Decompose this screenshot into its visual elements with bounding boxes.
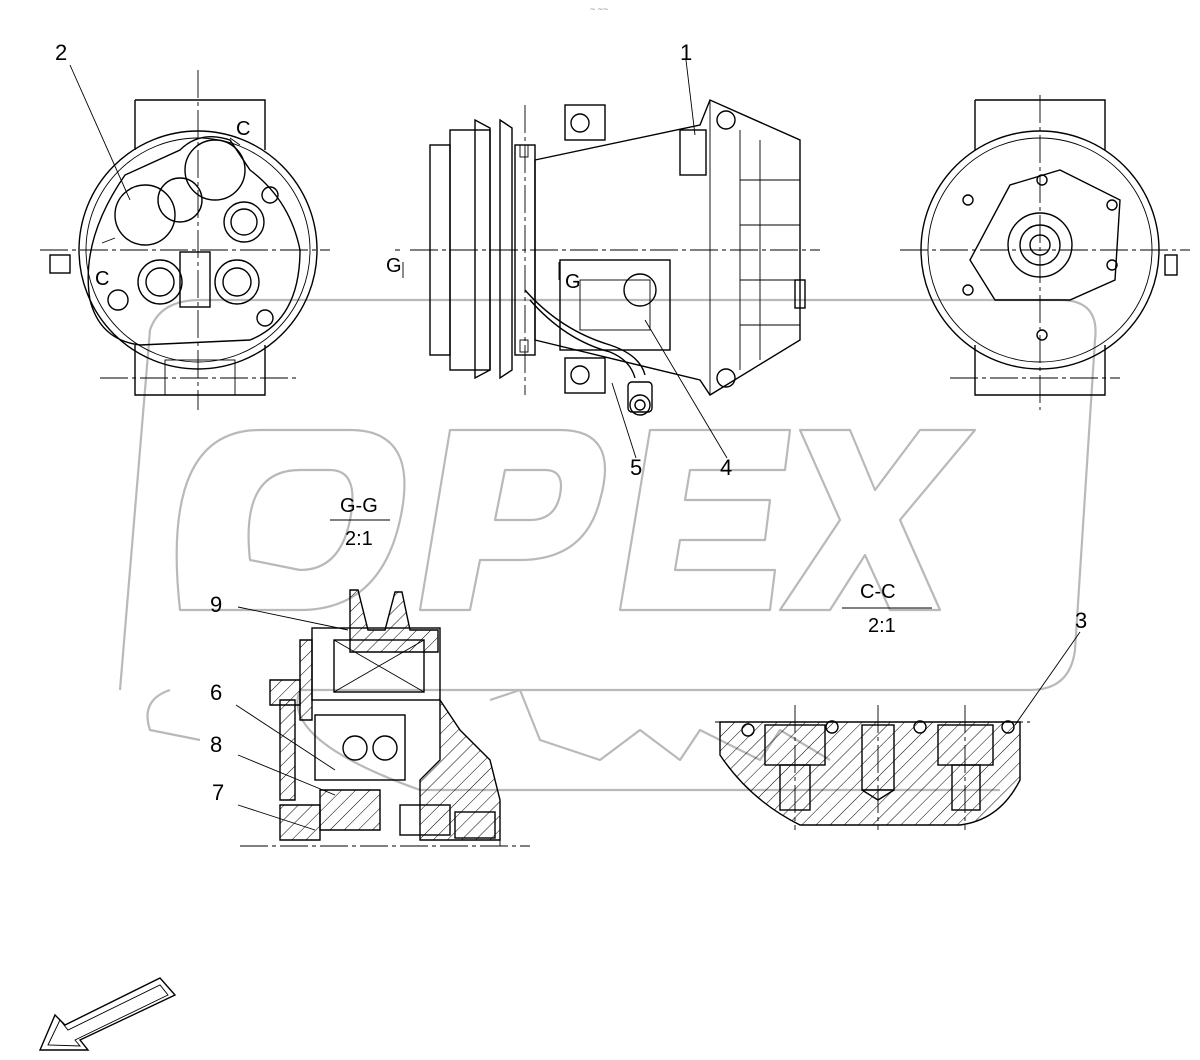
view-marker-c-lower: C — [95, 268, 109, 290]
section-cc-title: C-C — [860, 581, 896, 603]
right-end-view — [900, 95, 1190, 410]
section-gg-title: G-G — [340, 495, 378, 517]
section-gg — [235, 519, 530, 847]
callout-1: 1 — [680, 40, 692, 65]
callout-8: 8 — [210, 732, 222, 757]
side-view — [395, 59, 820, 459]
section-gg-scale: 2:1 — [345, 528, 373, 550]
view-marker-c-upper: C — [236, 118, 250, 140]
header-mark: ~ ~~ — [590, 4, 608, 14]
callout-4: 4 — [720, 455, 732, 480]
callout-6: 6 — [210, 680, 222, 705]
callout-7: 7 — [212, 780, 224, 805]
view-marker-g-left: G — [386, 255, 402, 277]
section-cc-scale: 2:1 — [868, 615, 896, 637]
section-cc — [715, 607, 1081, 830]
callout-9: 9 — [210, 592, 222, 617]
left-end-view — [40, 64, 330, 410]
view-direction-arrow — [38, 977, 177, 1051]
callout-5: 5 — [630, 455, 642, 480]
opex-watermark — [118, 298, 1097, 792]
view-marker-g-right: G — [565, 271, 581, 293]
callout-3: 3 — [1075, 608, 1087, 633]
callout-2: 2 — [55, 40, 67, 65]
